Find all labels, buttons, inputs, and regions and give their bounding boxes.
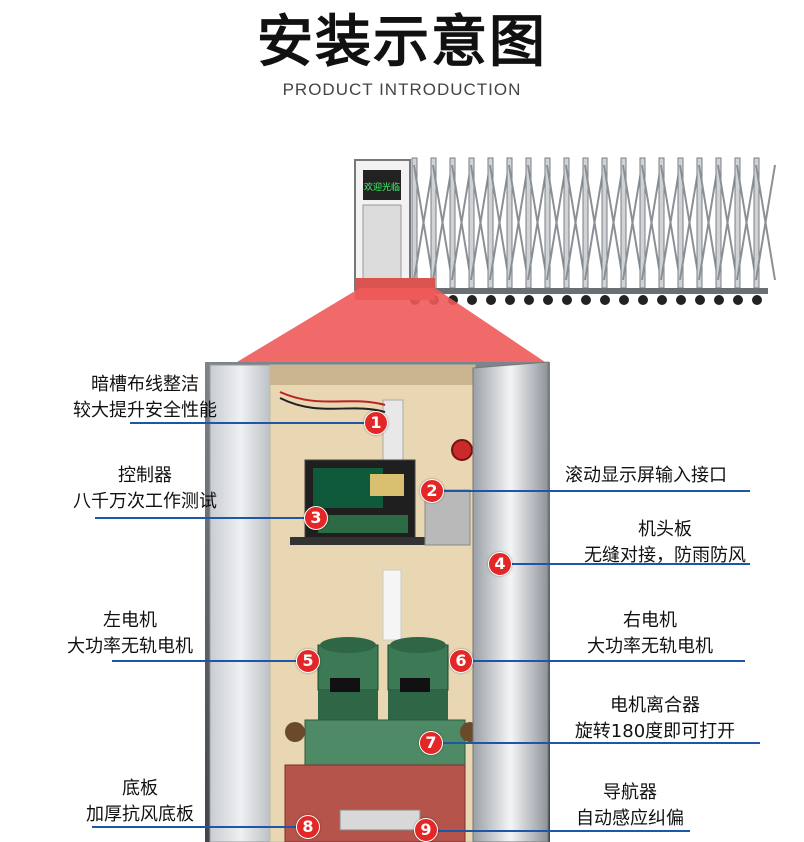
callout-3-leader: [95, 517, 305, 519]
callout-3-badge: 3: [304, 506, 328, 530]
callout-9-label: 导航器 自动感应纠偏: [576, 782, 684, 829]
gate-wheel: [676, 295, 686, 305]
callout-6-label: 右电机 大功率无轨电机: [587, 610, 713, 657]
callout-8-leader: [92, 826, 297, 828]
callout-1-leader: [130, 422, 365, 424]
gate-strut: [622, 164, 643, 281]
callout-6-badge: 6: [449, 649, 473, 673]
gate-strut: [470, 164, 491, 281]
callout-6-leader: [470, 660, 745, 662]
gate-wheel: [486, 295, 496, 305]
gate-wheel: [543, 295, 553, 305]
gate-wheel: [562, 295, 572, 305]
gate-wheel: [733, 295, 743, 305]
callout-9-badge: 9: [414, 818, 438, 842]
callout-8-label: 底板 加厚抗风底板: [86, 778, 194, 825]
gate-strut: [698, 164, 719, 281]
gate-strut: [489, 164, 510, 281]
callout-8-badge: 8: [296, 815, 320, 839]
callout-5-label: 左电机 大功率无轨电机: [67, 610, 193, 657]
gate-strut: [413, 164, 434, 281]
gate-strut: [755, 164, 776, 281]
gate-wheel: [581, 295, 591, 305]
gate-wheel: [638, 295, 648, 305]
gate-strut: [736, 164, 757, 281]
callout-2-label: 滚动显示屏输入接口: [565, 465, 727, 486]
machine-cabinet: [205, 361, 550, 842]
gate-wheel: [524, 295, 534, 305]
gate-wheel: [695, 295, 705, 305]
zoom-projection: [237, 288, 545, 362]
retractable-gate: 欢迎光临: [354, 157, 776, 305]
gate-wheel: [657, 295, 667, 305]
gate-strut: [603, 164, 624, 281]
gate-strut: [546, 164, 567, 281]
page-title: 安装示意图: [257, 10, 547, 75]
gate-strut: [717, 164, 738, 281]
gate-display-text: 欢迎光临: [364, 181, 400, 193]
gate-strut: [565, 164, 586, 281]
gate-strut: [451, 164, 472, 281]
gate-wheel: [467, 295, 477, 305]
callout-5-badge: 5: [296, 649, 320, 673]
gate-strut: [527, 164, 548, 281]
gate-strut: [641, 164, 662, 281]
gate-strut: [508, 164, 529, 281]
callout-1-label: 暗槽布线整洁 较大提升安全性能: [73, 374, 217, 421]
gate-wheel: [714, 295, 724, 305]
callout-7-label: 电机离合器 旋转180度即可打开: [574, 695, 736, 742]
callout-3-label: 控制器 八千万次工作测试: [73, 465, 217, 512]
callout-5-leader: [112, 660, 297, 662]
gate-wheel: [600, 295, 610, 305]
gate-strut: [432, 164, 453, 281]
gate-strut: [679, 164, 700, 281]
gate-wheel: [505, 295, 515, 305]
callout-4-label: 机头板 无缝对接，防雨防风: [584, 519, 746, 566]
callout-7-leader: [440, 742, 760, 744]
callout-1-badge: 1: [364, 411, 388, 435]
gate-strut: [660, 164, 681, 281]
page-subtitle: PRODUCT INTRODUCTION: [282, 80, 522, 99]
gate-strut: [584, 164, 605, 281]
gate-wheel: [752, 295, 762, 305]
callout-9-leader: [435, 830, 690, 832]
callout-4-badge: 4: [488, 552, 512, 576]
left-motor: [317, 637, 379, 720]
callout-2-leader: [440, 490, 750, 492]
callout-7-badge: 7: [419, 731, 443, 755]
callout-2-badge: 2: [420, 479, 444, 503]
gate-wheel: [619, 295, 629, 305]
right-motor: [387, 637, 449, 720]
callout-4-leader: [510, 563, 750, 565]
